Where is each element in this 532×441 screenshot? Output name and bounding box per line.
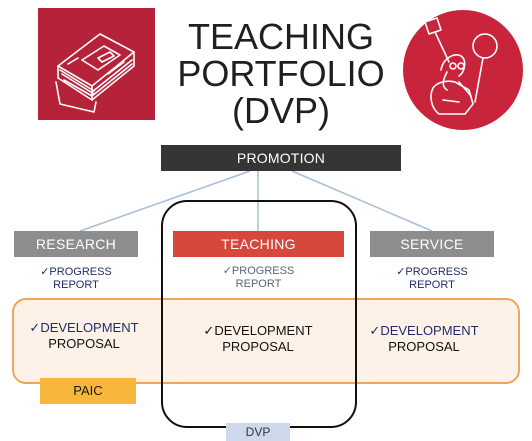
- research-development-proposal: ✓DEVELOPMENT PROPOSAL: [14, 320, 154, 352]
- dvp-label: DVP: [226, 423, 290, 441]
- title-line-1: TEACHING: [187, 16, 374, 57]
- teaching-dev-line-2: PROPOSAL: [222, 339, 294, 354]
- research-progress-line-2: REPORT: [53, 279, 99, 291]
- scholar-with-tools-icon: [403, 10, 523, 130]
- service-header: SERVICE: [370, 231, 494, 257]
- research-progress-report: ✓PROGRESS REPORT: [14, 266, 138, 292]
- service-progress-line-2: REPORT: [409, 279, 455, 291]
- service-dev-line-1: ✓DEVELOPMENT: [369, 323, 479, 338]
- title-line-2: PORTFOLIO: [177, 53, 385, 94]
- service-progress-report: ✓PROGRESS REPORT: [370, 266, 494, 292]
- book-stack-icon: [38, 8, 155, 120]
- service-dev-line-2: PROPOSAL: [388, 339, 460, 354]
- teaching-progress-line-2: REPORT: [235, 278, 282, 290]
- research-header: RESEARCH: [14, 231, 138, 257]
- teaching-header: TEACHING: [173, 231, 344, 257]
- promotion-box: PROMOTION: [161, 145, 401, 171]
- teaching-progress-line-1: ✓PROGRESS: [222, 265, 295, 277]
- title-line-3: (DVP): [232, 90, 330, 131]
- teaching-progress-report: ✓PROGRESS REPORT: [173, 265, 344, 291]
- service-progress-line-1: ✓PROGRESS: [396, 266, 468, 278]
- research-progress-line-1: ✓PROGRESS: [40, 266, 112, 278]
- teaching-development-proposal: ✓DEVELOPMENT PROPOSAL: [178, 323, 338, 355]
- page-title: TEACHING PORTFOLIO (DVP): [168, 18, 394, 129]
- service-development-proposal: ✓DEVELOPMENT PROPOSAL: [354, 323, 494, 355]
- paic-label: PAIC: [40, 378, 136, 404]
- research-dev-line-1: ✓DEVELOPMENT: [29, 320, 139, 335]
- research-dev-line-2: PROPOSAL: [48, 336, 120, 351]
- paic-band: [12, 298, 520, 384]
- teaching-dev-line-1: ✓DEVELOPMENT: [203, 323, 313, 338]
